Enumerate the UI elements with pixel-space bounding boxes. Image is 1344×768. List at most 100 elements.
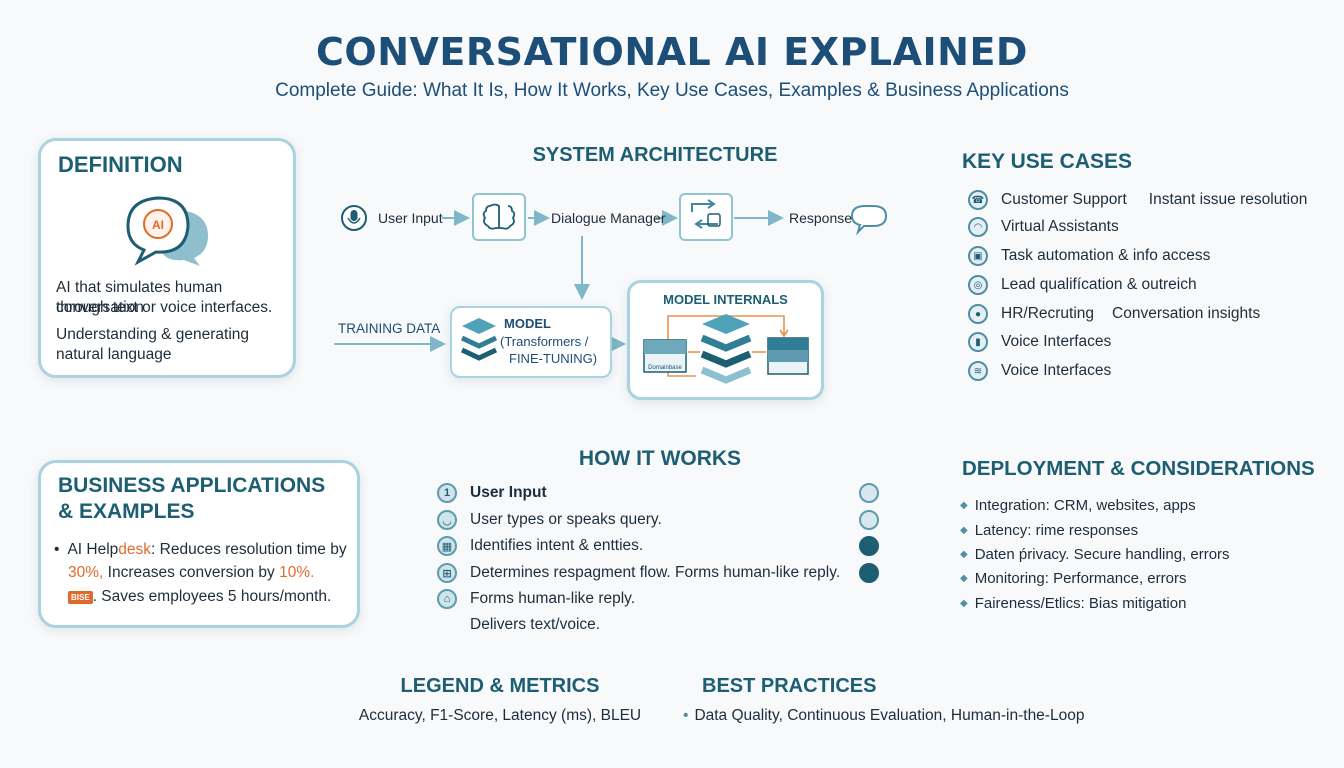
- business-line-1-pre: AI Help: [67, 541, 119, 558]
- use-case-sub: Instant issue resolution: [1148, 191, 1308, 208]
- how-step-text: Delivers text/voice.: [470, 616, 601, 633]
- deployment-item-text: Integration: CRM, websites, apps: [974, 496, 1196, 514]
- how-step: ◡ User types or speaks query.: [437, 509, 662, 531]
- how-step-text: Determines respagment flow. Forms human-…: [470, 564, 841, 581]
- best-practices-title: BEST PRACTICES: [702, 675, 877, 697]
- dialogue-manager-icon: [679, 193, 733, 241]
- task-icon: ▣: [968, 246, 988, 266]
- legend-title: LEGEND & METRICS: [400, 675, 600, 697]
- network-icon: [859, 510, 879, 530]
- business-line-2-mid: Increases conversion by: [103, 564, 280, 581]
- deployment-item: ◆ Faireness/Etlics: Bias mitigation: [960, 593, 1186, 613]
- deployment-item-text: Faireness/Etlics: Bias mitigation: [974, 594, 1187, 612]
- microphone-icon: [341, 205, 367, 231]
- speech-icon: ◡: [437, 510, 457, 530]
- diamond-bullet-icon: ◆: [960, 572, 968, 584]
- bullet: •: [54, 541, 60, 558]
- use-case-label: Voice Interfaces: [1001, 333, 1112, 350]
- business-line-1-post: : Reduces resolution time by: [151, 541, 347, 558]
- training-data-label: TRAINING DATA: [338, 321, 441, 336]
- definition-line-3: Understanding & generating: [56, 326, 250, 343]
- brain-icon: [472, 193, 526, 241]
- how-step: ⊞ Determines respagment flow. Forms huma…: [437, 562, 840, 584]
- chat-icon: [859, 483, 879, 503]
- target-icon: ◎: [968, 275, 988, 295]
- step-1-icon: 1: [437, 483, 457, 503]
- how-step-text: User types or speaks query.: [470, 511, 662, 528]
- headset-icon: ☎: [968, 190, 988, 210]
- deployment-item-text: Monitoring: Performance, errors: [974, 569, 1187, 587]
- response-bubble-icon: [850, 205, 888, 236]
- legend-text: Accuracy, F1-Score, Latency (ms), BLEU: [358, 707, 642, 724]
- model-internals-title: MODEL INTERNALS: [663, 292, 788, 307]
- business-title-line-2: & EXAMPLES: [58, 500, 195, 523]
- how-it-works-title: HOW IT WORKS: [578, 447, 742, 470]
- model-line-2: (Transformers /: [500, 334, 589, 349]
- use-case-item: ◠ Virtual Assistants: [968, 215, 1119, 239]
- message-icon: [859, 563, 879, 583]
- how-step: 1 User Input: [437, 482, 547, 504]
- flow-response-label: Response: [789, 210, 853, 226]
- business-title-line-1: BUSINESS APPLICATIONS: [58, 474, 326, 497]
- diamond-bullet-icon: ◆: [960, 499, 968, 511]
- page-subtitle: Complete Guide: What It Is, How It Works…: [275, 80, 1069, 101]
- business-line-3: BISE. Saves employees 5 hours/month.: [68, 588, 331, 606]
- deployment-item-text: Daten ṕrivacy. Secure handling, errors: [974, 545, 1230, 563]
- flow-dialogue-manager-label: Dialogue Manager: [551, 210, 666, 226]
- flow-user-input-label: User Input: [378, 210, 443, 226]
- use-cases-title: KEY USE CASES: [962, 150, 1132, 173]
- chat-bubble-ai-icon: AI: [126, 196, 208, 266]
- internals-box-label: Domainbase: [648, 365, 682, 371]
- business-badge: BISE: [68, 590, 93, 604]
- flow-icon: ⊞: [437, 563, 457, 583]
- deployment-title: DEPLOYMENT & CONSIDERATIONS: [962, 457, 1315, 480]
- use-case-label: Voice Interfaces: [1001, 362, 1112, 379]
- deployment-item-text: Latency: rime responses: [974, 521, 1139, 539]
- architecture-title: SYSTEM ARCHITECTURE: [532, 144, 778, 166]
- use-case-item: ▮ Voice Interfaces: [968, 330, 1111, 354]
- best-practices-text-content: Data Quality, Continuous Evaluation, Hum…: [694, 707, 1085, 724]
- business-line-1: • AI Helpdesk: Reduces resolution time by: [54, 541, 347, 559]
- deployment-item: ◆ Monitoring: Performance, errors: [960, 568, 1186, 588]
- how-step-text: Identifies intent & entties.: [470, 537, 644, 554]
- sound-wave-icon: ≋: [968, 361, 988, 381]
- business-title: BUSINESS APPLICATIONS & EXAMPLES: [58, 473, 325, 525]
- definition-title: DEFINITION: [58, 152, 183, 177]
- how-step: Delivers text/voice.: [470, 614, 600, 636]
- diamond-bullet-icon: ◆: [960, 524, 968, 536]
- definition-line-1: AI that simulates human conversation: [56, 279, 223, 316]
- business-line-2: 30%, Increases conversion by 10%.: [68, 564, 314, 582]
- use-case-label: HR/Recruting: [1001, 305, 1095, 322]
- use-case-item: ● HR/Recruting Conversation insights: [968, 302, 1260, 326]
- user-icon: ●: [968, 304, 988, 324]
- diamond-bullet-icon: ◆: [960, 597, 968, 609]
- layer-stack-icon: [460, 318, 498, 361]
- how-step-text: User Input: [470, 484, 547, 501]
- page-title: CONVERSATIONAL AI EXPLAINED: [316, 30, 1028, 74]
- model-line-1: MODEL: [504, 316, 551, 331]
- use-case-item: ≋ Voice Interfaces: [968, 359, 1111, 383]
- model-line-3: FINE-TUNING): [509, 351, 598, 366]
- use-case-label: Customer Support: [1001, 191, 1127, 208]
- headphones-icon: ◠: [968, 217, 988, 237]
- how-step: ▦ Identifies intent & entties.: [437, 535, 643, 557]
- use-case-label: Lead qualifícation & outreich: [1001, 276, 1197, 293]
- lock-icon: ⌂: [437, 589, 457, 609]
- deployment-item: ◆ Integration: CRM, websites, apps: [960, 495, 1196, 515]
- model-card: [450, 306, 612, 378]
- diamond-bullet-icon: ◆: [960, 548, 968, 560]
- use-case-item: ☎ Customer Support Instant issue resolut…: [968, 188, 1307, 212]
- grid-icon: ▦: [437, 536, 457, 556]
- bullet: •: [683, 707, 689, 724]
- definition-line-4: natural language: [56, 346, 172, 363]
- definition-card: [38, 138, 296, 378]
- best-practices-text: • Data Quality, Continuous Evaluation, Hu…: [683, 707, 1084, 725]
- business-line-1-highlight: desk: [118, 541, 152, 558]
- use-case-item: ◎ Lead qualifícation & outreich: [968, 273, 1197, 297]
- deployment-item: ◆ Daten ṕrivacy. Secure handling, errors: [960, 544, 1230, 564]
- use-case-label: Virtual Assistants: [1001, 218, 1119, 235]
- use-case-sub: Conversation insights: [1112, 305, 1261, 322]
- definition-icon-label: AI: [152, 218, 164, 232]
- how-step: ⌂ Forms human-like reply.: [437, 588, 635, 610]
- architecture-flow-diagram: [334, 193, 888, 352]
